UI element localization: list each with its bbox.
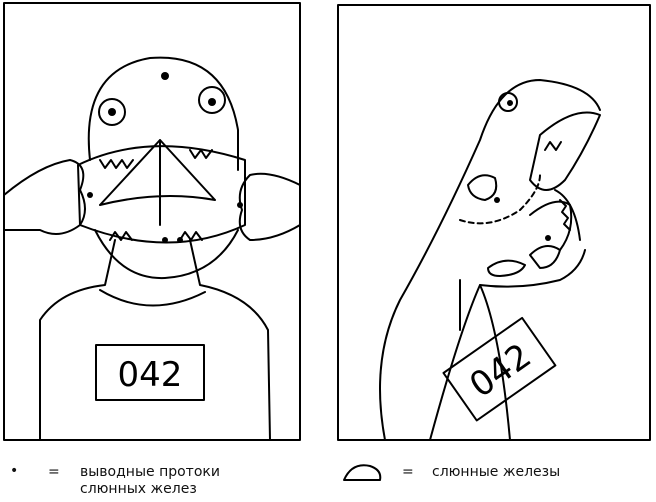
left-tag-number: 042 — [118, 355, 183, 395]
duct-equals: = — [48, 464, 60, 480]
right-tag-number: 042 — [463, 336, 539, 406]
duct-label: выводные протоки слюнных желез — [80, 464, 220, 498]
gland-label: слюнные железы — [432, 464, 561, 480]
right-panel-side-view: 042 — [337, 4, 651, 441]
gland-symbol-icon — [343, 464, 382, 481]
duct-label-line2: слюнных желез — [80, 481, 197, 497]
gland-equals: = — [402, 464, 414, 480]
left-panel-front-view: 042 — [3, 2, 301, 441]
duct-symbol: • — [10, 463, 19, 479]
duct-label-line1: выводные протоки — [80, 464, 220, 480]
